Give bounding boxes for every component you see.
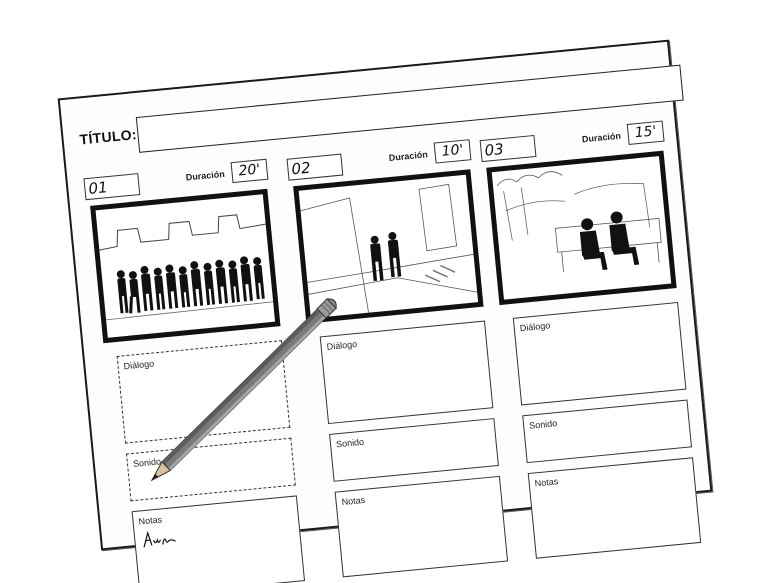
notas-field[interactable]: Notas [132,495,305,583]
sonido-field[interactable]: Sonido [126,438,296,502]
shot-number: 01 [83,173,140,200]
shot-frame [90,189,280,343]
notas-field[interactable]: Notas [528,457,701,559]
shot-frame [293,169,483,323]
shot-column-1: 01 Duración 20' [81,160,270,178]
handwriting-scribble-icon [140,525,186,551]
dialogo-field[interactable]: Diálogo [513,302,687,406]
two-people-silhouettes [369,232,401,281]
dialogo-field[interactable]: Diálogo [117,340,291,444]
two-people-street-scene-icon [299,175,478,319]
dialogo-label: Diálogo [123,358,154,371]
crowd-silhouettes [116,255,265,315]
shot-number: 03 [480,135,537,162]
duration-label: Duración [388,149,428,163]
sonido-field[interactable]: Sonido [522,399,692,463]
sonido-label: Sonido [336,437,365,450]
two-people-on-bench-scene-icon [492,156,671,300]
duration-value: 15' [627,121,665,145]
shot-column-3: 03 Duración 15' Diálogo [478,122,667,140]
shot-column-2: 02 Duración 10' Diálogo [285,141,474,159]
crowd-silhouette-scene-icon [96,194,275,338]
sonido-field[interactable]: Sonido [329,418,499,482]
sonido-label: Sonido [133,456,162,469]
notas-label: Notas [341,495,365,507]
notas-field[interactable]: Notas [335,476,508,578]
seated-people-silhouettes [578,210,639,272]
duration-value: 10' [434,139,472,163]
title-label: TÍTULO: [79,126,138,147]
sonido-label: Sonido [529,418,558,431]
notas-label: Notas [534,476,558,488]
dialogo-label: Diálogo [519,320,550,333]
shot-frame [486,151,676,305]
duration-label: Duración [582,131,622,145]
duration-value: 20' [231,159,269,183]
shot-number: 02 [286,154,343,181]
notas-label: Notas [138,514,162,526]
dialogo-field[interactable]: Diálogo [320,321,494,425]
duration-label: Duración [185,169,225,183]
storyboard-sheet: TÍTULO: 01 Duración 20' [58,40,713,551]
dialogo-label: Diálogo [326,339,357,352]
